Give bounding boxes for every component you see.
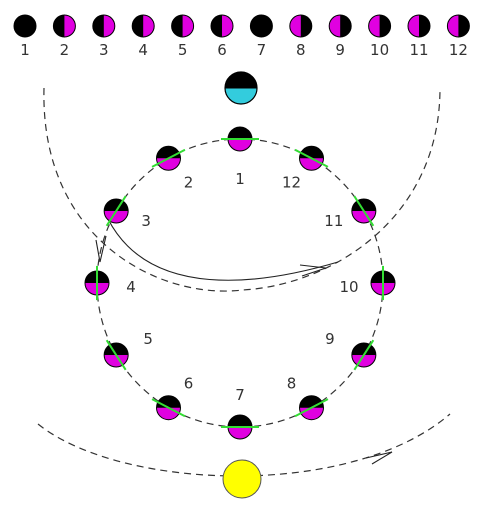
moon-icon	[103, 339, 129, 371]
sun-icon	[222, 459, 262, 499]
moon-icon	[351, 339, 377, 371]
strip-label-4: 4	[138, 41, 148, 59]
moon-icon	[221, 126, 259, 152]
strip-moon-4	[131, 14, 155, 38]
orbit-label-11: 11	[324, 212, 343, 230]
earth-icon	[224, 71, 258, 105]
orbit-label-10: 10	[339, 278, 358, 296]
orbit-label-3: 3	[141, 212, 151, 230]
strip-moon-11	[407, 14, 431, 38]
orbit-label-1: 1	[235, 170, 245, 188]
strip-label-10: 10	[370, 41, 389, 59]
strip-label-2: 2	[60, 41, 70, 59]
strip-moon-10	[368, 14, 392, 38]
moon-icon	[294, 145, 329, 171]
orbit-label-4: 4	[126, 278, 136, 296]
left-arrow-head-icon	[95, 235, 107, 263]
moon-icon	[294, 395, 329, 421]
orbit-label-12: 12	[282, 173, 301, 191]
moon-icon	[151, 145, 186, 171]
strip-moon-5	[171, 14, 195, 38]
strip-label-7: 7	[257, 41, 267, 59]
strip-label-11: 11	[409, 41, 428, 59]
strip-moon-2	[52, 14, 76, 38]
strip-label-9: 9	[335, 41, 345, 59]
transfer-arrow-head-icon	[299, 264, 327, 277]
moon-icon	[103, 195, 129, 227]
strip-moon-12	[446, 14, 470, 38]
strip-label-12: 12	[449, 41, 468, 59]
strip-label-6: 6	[217, 41, 227, 59]
transfer-arrow-curve	[107, 218, 339, 281]
orbit-label-6: 6	[184, 375, 194, 393]
strip-moon-3	[92, 14, 116, 38]
strip-label-3: 3	[99, 41, 109, 59]
orbit-label-8: 8	[287, 375, 297, 393]
orbit-label-9: 9	[325, 330, 335, 348]
outer-orbit-arc	[43, 87, 441, 292]
strip-moon-8	[289, 14, 313, 38]
strip-label-8: 8	[296, 41, 306, 59]
moon-icon	[151, 395, 186, 421]
moon-icon	[351, 195, 377, 227]
strip-moon-1	[13, 14, 37, 38]
sun-orbit-arrow-icon	[365, 451, 393, 465]
strip-moon-9	[328, 14, 352, 38]
moon-icon	[84, 265, 110, 301]
moon-icon	[221, 414, 259, 440]
strip-moon-6	[210, 14, 234, 38]
moon-icon	[370, 265, 396, 301]
strip-moon-7	[249, 14, 273, 38]
strip-label-1: 1	[20, 41, 30, 59]
strip-label-5: 5	[178, 41, 188, 59]
orbit-label-5: 5	[143, 330, 153, 348]
orbit-label-2: 2	[184, 173, 194, 191]
orbit-label-7: 7	[235, 386, 245, 404]
